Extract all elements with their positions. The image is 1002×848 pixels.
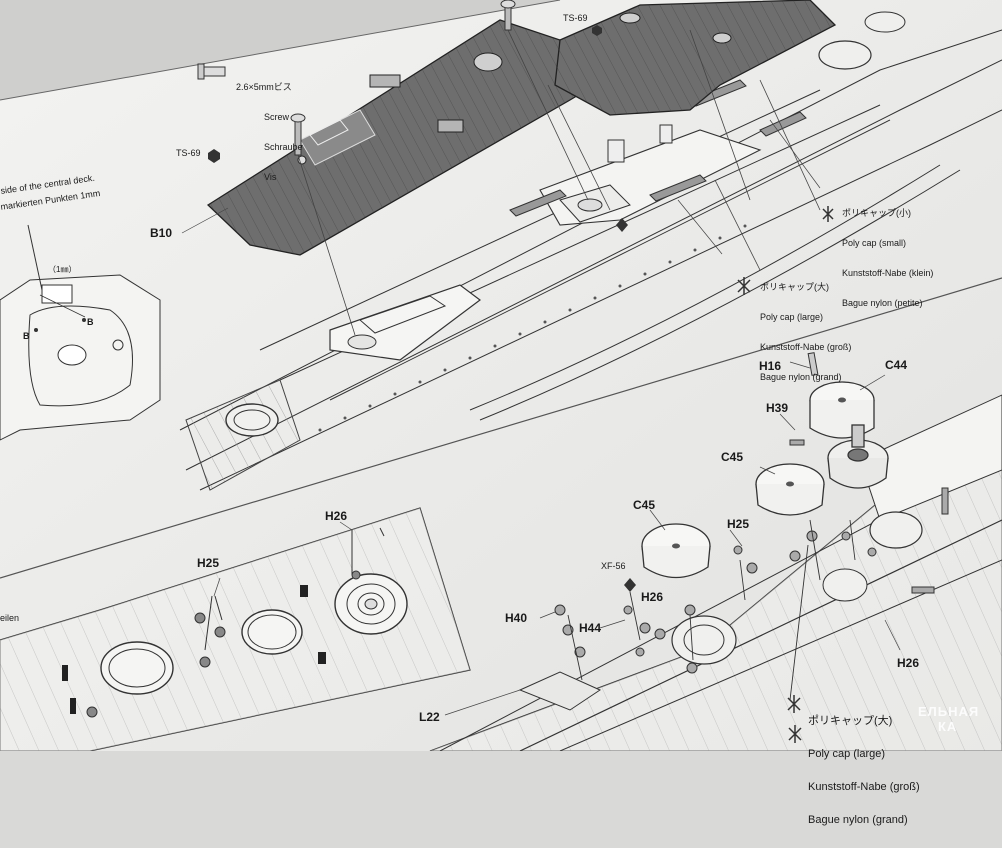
watermark: ЕЛЬНАЯ КА — [918, 704, 979, 734]
part-label-c44: C44 — [885, 358, 908, 372]
part-label-c45-left: C45 — [633, 498, 656, 512]
part-label-h25-right: H25 — [727, 517, 750, 531]
poly-large-bottom-jp: ポリキャップ(大) — [808, 715, 893, 727]
assembly-line-art — [0, 0, 1002, 751]
part-label-h16: H16 — [759, 359, 782, 373]
poly-large-top-en: Poly cap (large) — [760, 312, 824, 322]
screw-legend-jp: 2.6×5mmビス — [236, 82, 292, 92]
part-label-h44: H44 — [579, 621, 602, 635]
part-label-h39: H39 — [766, 401, 789, 415]
one-mm-label: （1㎜） — [48, 265, 77, 274]
poly-large-bottom-fr: Bague nylon (grand) — [808, 814, 908, 826]
poly-small-de: Kunststoff-Nabe (klein) — [842, 268, 934, 278]
midship-deck — [429, 399, 1002, 751]
watermark-line1: ЕЛЬНАЯ — [918, 704, 980, 719]
part-label-ts69-left: TS-69 — [176, 148, 201, 158]
part-label-ts69-top: TS-69 — [563, 13, 588, 23]
point-b-right: B — [87, 317, 94, 327]
screw-legend-fr: Vis — [264, 172, 277, 182]
poly-small-jp: ポリキャップ(小) — [842, 208, 911, 218]
point-b-left: B — [23, 331, 30, 341]
poly-small-en: Poly cap (small) — [842, 238, 907, 248]
part-label-c45-right: C45 — [721, 450, 744, 464]
part-label-xf56: XF-56 — [601, 561, 626, 571]
poly-cap-small-legend: ポリキャップ(小) Poly cap (small) Kunststoff-Na… — [842, 188, 933, 328]
poly-large-top-jp: ポリキャップ(大) — [760, 282, 829, 292]
poly-cap-icon — [737, 206, 834, 743]
watermark-line2: КА — [938, 719, 958, 734]
part-label-h40: H40 — [505, 611, 528, 625]
part-label-h26-right: H26 — [897, 656, 920, 670]
poly-large-top-de: Kunststoff-Nabe (groß) — [760, 342, 852, 352]
left-bottom-text: eilen — [0, 613, 20, 623]
part-label-b10: B10 — [150, 226, 173, 240]
poly-cap-large-legend-bottom: ポリキャップ(大) Poly cap (large) Kunststoff-Na… — [808, 694, 920, 848]
part-label-h25-left: H25 — [197, 556, 220, 570]
part-label-h26-mid: H26 — [641, 590, 664, 604]
instruction-sheet: B10 TS-69 TS-69 2.6×5mmビス Screw Schraube… — [0, 0, 1002, 826]
part-label-h26-top: H26 — [325, 509, 348, 523]
screw-legend-en: Screw — [264, 112, 290, 122]
screw-legend: 2.6×5mmビス Screw Schraube Vis — [236, 62, 303, 202]
poly-small-fr: Bague nylon (petite) — [842, 298, 923, 308]
poly-large-top-fr: Bague nylon (grand) — [760, 372, 842, 382]
poly-cap-large-legend-top: ポリキャップ(大) Poly cap (large) Kunststoff-Na… — [760, 262, 851, 402]
screw-legend-de: Schraube — [264, 142, 303, 152]
poly-large-bottom-de: Kunststoff-Nabe (groß) — [808, 781, 920, 793]
part-label-l22: L22 — [419, 710, 440, 724]
